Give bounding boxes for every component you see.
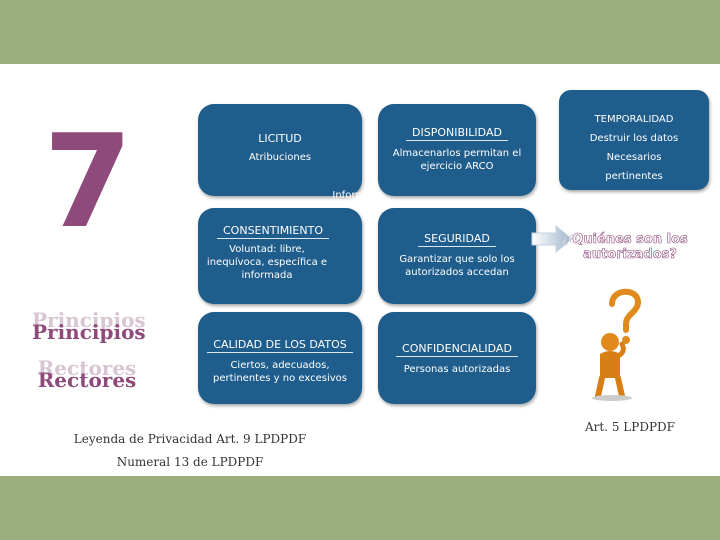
- card-seguridad: SEGURIDAD Garantizar que solo los autori…: [378, 208, 536, 304]
- card-calidad: CALIDAD DE LOS DATOS Ciertos, adecuados,…: [198, 312, 362, 404]
- card-calidad-title: CALIDAD DE LOS DATOS: [207, 338, 353, 353]
- question-figure-icon: [592, 288, 642, 401]
- top-band: [0, 0, 720, 64]
- principles-title: Principios Principios Rectores Rectores: [32, 308, 146, 396]
- rectores-ghost: Rectores: [37, 356, 137, 380]
- temporalidad-line-2: Necesarios: [606, 152, 662, 163]
- card-disponibilidad-body: Almacenarlos permitan el ejercicio ARCO: [392, 148, 522, 172]
- card-disponibilidad: DISPONIBILIDAD Almacenarlos permitan el …: [378, 104, 536, 196]
- card-licitud-title: LICITUD: [258, 132, 302, 145]
- card-disponibilidad-title: DISPONIBILIDAD: [406, 126, 508, 141]
- card-consentimiento-title: CONSENTIMIENTO: [217, 224, 329, 239]
- label-informado: Informado: [332, 190, 384, 201]
- card-licitud-body: Atribuciones: [248, 152, 312, 163]
- question-ghost: ¿Q: [562, 232, 578, 246]
- card-calidad-body: Ciertos, adecuados, pertinentes y no exc…: [213, 360, 347, 384]
- card-confidencialidad-body: Personas autorizadas: [403, 364, 511, 375]
- legend-line-1: Leyenda de Privacidad Art. 9 LPDPDF: [73, 432, 307, 446]
- card-consentimiento: CONSENTIMIENTO Voluntad: libre, inequívo…: [198, 208, 372, 403]
- rectores-text: Rectores: [37, 368, 137, 392]
- right-arrow-icon: [531, 224, 573, 254]
- card-confidencialidad-title: CONFIDENCIALIDAD: [396, 342, 518, 357]
- privacy-legend-note: Leyenda de Privacidad Art. 9 LPDPDF Nume…: [60, 428, 320, 474]
- card-temporalidad: TEMPORALIDAD Destruir los datos Necesari…: [559, 90, 709, 190]
- bottom-band: [0, 476, 720, 540]
- slide-number-seven: 7: [48, 126, 128, 236]
- principles-cards: LICITUD Atribuciones DISPONIBILIDAD Alma…: [178, 90, 538, 406]
- temporalidad-line-3: pertinentes: [605, 171, 663, 182]
- slide-number-text: 7: [48, 126, 128, 236]
- card-temporalidad-title: TEMPORALIDAD: [594, 114, 674, 125]
- legend-line-2: Numeral 13 de LPDPDF: [116, 455, 264, 469]
- card-confidencialidad: CONFIDENCIALIDAD Personas autorizadas: [378, 312, 536, 404]
- temporalidad-line-1: Destruir los datos: [589, 133, 679, 144]
- art5-note: Art. 5 LPDPDF: [585, 420, 675, 434]
- question-text: Quiénes son los autorizados?: [572, 232, 688, 263]
- principios-ghost: Principios: [32, 308, 146, 332]
- card-seguridad-body: Garantizar que solo los autorizados acce…: [399, 254, 515, 278]
- principios-text: Principios: [32, 320, 146, 344]
- authorized-question: ¿Q Quiénes son los autorizados?: [562, 232, 690, 263]
- card-seguridad-title: SEGURIDAD: [418, 232, 496, 247]
- card-licitud: LICITUD Atribuciones: [198, 104, 362, 196]
- card-consentimiento-body: Voluntad: libre, inequívoca, específica …: [206, 244, 328, 281]
